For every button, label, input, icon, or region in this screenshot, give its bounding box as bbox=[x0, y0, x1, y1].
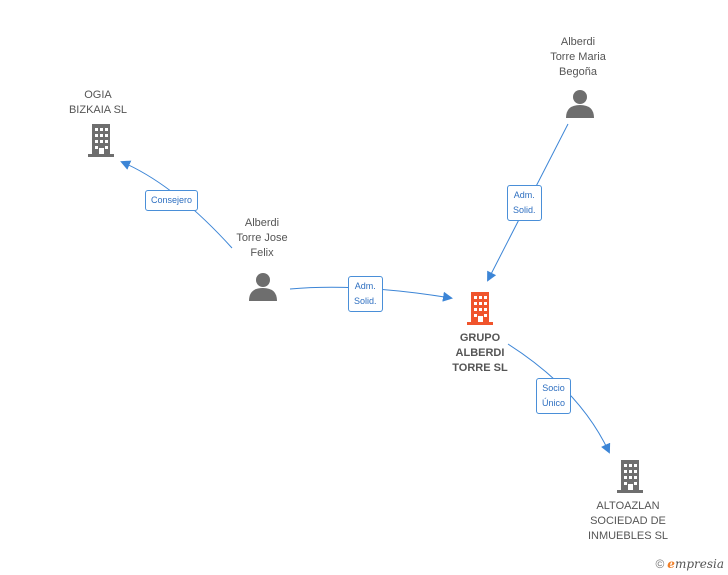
person-icon[interactable] bbox=[566, 89, 594, 118]
node-label-alberdi-jose: Alberdi Torre Jose Felix bbox=[236, 217, 288, 259]
building-icon-main[interactable] bbox=[465, 292, 495, 325]
copyright-symbol: © bbox=[655, 557, 665, 571]
edge-label-adm-maria[interactable]: Adm. Solid. bbox=[507, 185, 542, 221]
node-label-alberdi-maria: Alberdi Torre Maria Begoña bbox=[550, 36, 606, 78]
person-icon[interactable] bbox=[249, 272, 277, 301]
node-label-ogia: OGIA BIZKAIA SL bbox=[68, 89, 128, 116]
edge-label-consejero[interactable]: Consejero bbox=[145, 190, 199, 211]
node-label-altoazlan: ALTOAZLAN SOCIEDAD DE INMUEBLES SL bbox=[587, 500, 669, 542]
edge-label-socio[interactable]: Socio Único bbox=[536, 378, 572, 414]
footer-brand: © empresia bbox=[655, 557, 724, 571]
building-icon[interactable] bbox=[615, 460, 645, 493]
building-icon[interactable] bbox=[86, 124, 116, 157]
node-label-grupo: GRUPO ALBERDI TORRE SL bbox=[452, 332, 508, 374]
brand-logo[interactable]: empresia bbox=[667, 557, 724, 571]
edge-label-adm-jose[interactable]: Adm. Solid. bbox=[348, 276, 383, 312]
